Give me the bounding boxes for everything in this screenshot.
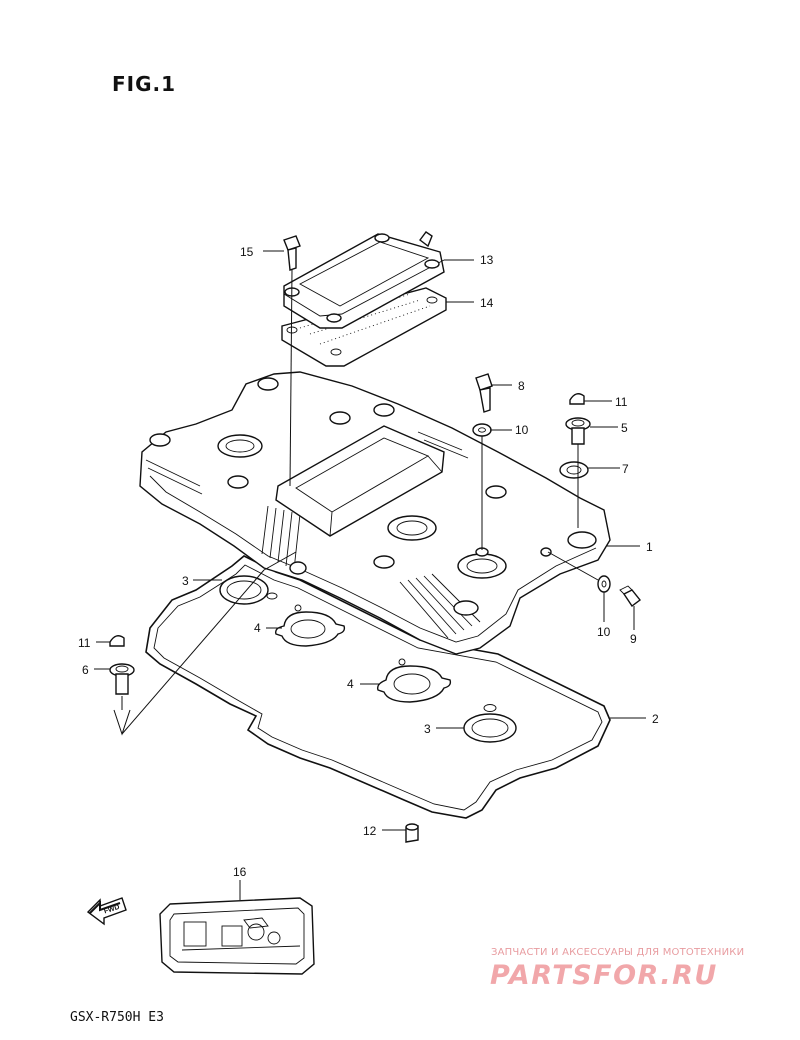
leader-lines	[94, 250, 646, 900]
callout-4-upper: 4	[254, 621, 261, 635]
part-8-bolt	[475, 373, 493, 413]
callout-9: 9	[630, 632, 637, 646]
callout-16: 16	[233, 865, 247, 879]
part-11-cap-upper	[569, 393, 585, 405]
callout-10-lower: 10	[597, 625, 611, 639]
callout-labels: 15 13 14 8 11 10 5 7 1 3 10 9 4 11 6 4 3…	[78, 245, 659, 879]
part-16-gasket-set	[159, 897, 315, 975]
part-6-bolt	[109, 663, 135, 695]
part-10-washer-lower	[597, 575, 611, 593]
callout-1: 1	[646, 540, 653, 554]
part-4-gasket-upper	[274, 604, 346, 647]
part-12-dowel	[405, 823, 419, 843]
model-code: GSX-R750H E3	[70, 1010, 164, 1025]
watermark-subtitle: ЗАПЧАСТИ И АКСЕССУАРЫ ДЛЯ МОТОТЕХНИКИ	[491, 947, 745, 958]
part-11-cap-lower	[109, 635, 125, 647]
figure-title: FIG.1	[112, 72, 177, 96]
part-1-cylinder-head-cover	[139, 371, 611, 655]
fwd-label: FWD	[103, 904, 120, 916]
part-3-seal-ring-upper	[219, 575, 278, 605]
part-9-bolt	[619, 585, 641, 608]
callout-5: 5	[621, 421, 628, 435]
part-13-reed-valve-cover	[283, 231, 445, 329]
fwd-arrow-icon: FWD	[86, 897, 127, 926]
callout-8: 8	[518, 379, 525, 393]
callout-11-upper: 11	[615, 395, 628, 409]
callout-7: 7	[622, 462, 629, 476]
callout-15: 15	[240, 245, 254, 259]
part-5-bolt	[565, 417, 591, 445]
watermark-logo: PARTSFOR.RU	[490, 960, 718, 991]
callout-4-lower: 4	[347, 677, 354, 691]
part-7-grommet	[559, 461, 589, 479]
callout-11-lower: 11	[78, 636, 91, 650]
part-10-washer-upper	[472, 423, 492, 437]
callout-10-upper: 10	[515, 423, 529, 437]
part-14-reed-gasket	[281, 287, 447, 367]
callout-6: 6	[82, 663, 89, 677]
callout-2: 2	[652, 712, 659, 726]
part-4-gasket-lower	[376, 658, 452, 703]
callout-3-upper: 3	[182, 574, 189, 588]
callout-14: 14	[480, 296, 494, 310]
callout-12: 12	[363, 824, 377, 838]
callout-3-lower: 3	[424, 722, 431, 736]
callout-13: 13	[480, 253, 494, 267]
part-3-seal-ring-lower	[463, 704, 517, 743]
part-15-bolt	[283, 235, 301, 271]
